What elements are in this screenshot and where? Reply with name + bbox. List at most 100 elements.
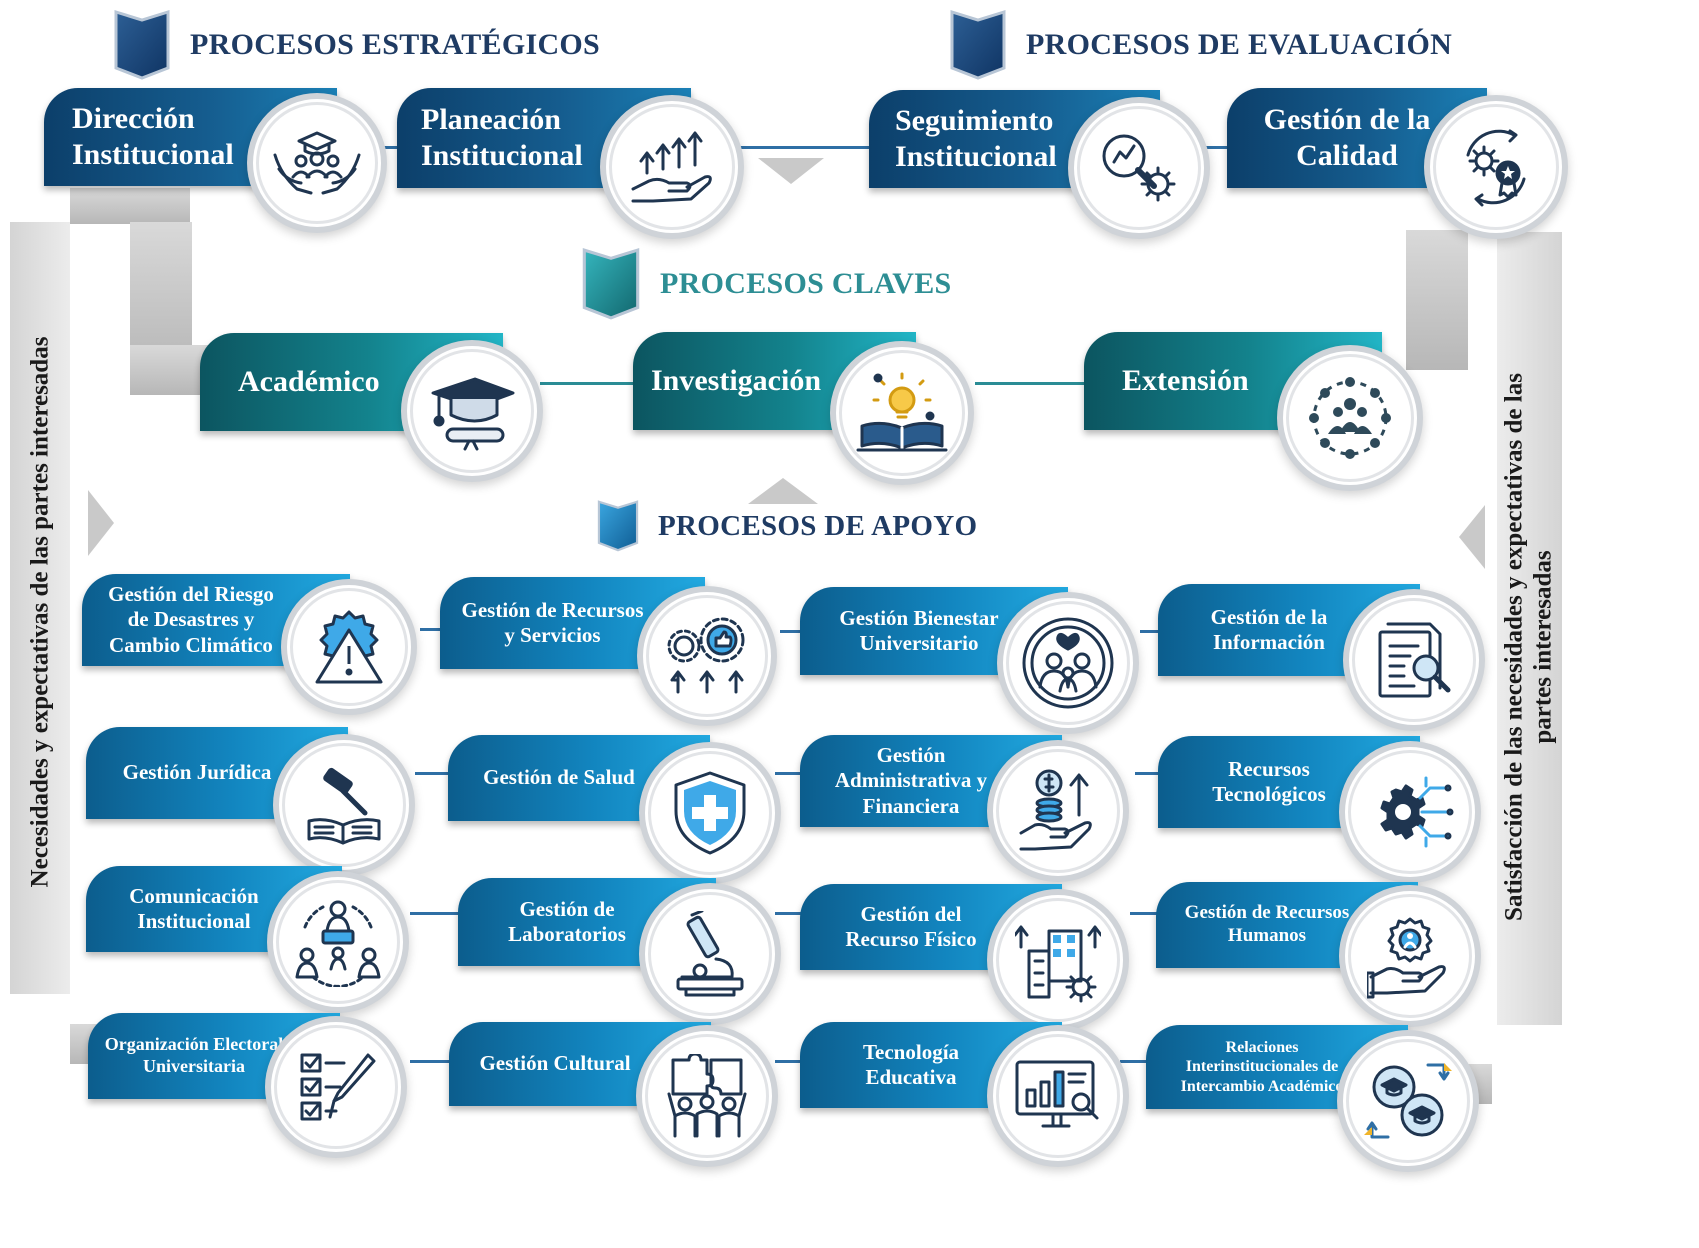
process-gestion-calidad[interactable]: Gestión de la Calidad [1227,88,1567,243]
process-label-line: Tecnológicos [1212,782,1326,806]
process-pill: Gestión del Riesgo de Desastres y Cambio… [82,574,350,666]
icon-ring [646,595,768,717]
process-gestion-recursos-humanos[interactable]: Gestión de Recursos Humanos [1156,882,1491,1032]
icon-ring [1352,598,1476,722]
process-academico[interactable]: Académico [200,333,545,485]
gear-circuit-icon [1380,776,1454,848]
process-label-line: Gestión del Riesgo [108,582,274,607]
left-elbow [130,345,210,395]
process-gestion-juridica[interactable]: Gestión Jurídica [86,727,426,877]
process-label-line: Educativa [865,1065,957,1089]
process-label: Comunicación Institucional [129,884,259,934]
process-label-line: Información [1212,630,1325,654]
process-organizacion-electoral[interactable]: Organización Electoral Universitaria [88,1013,418,1163]
process-gestion-administrativa[interactable]: Gestión Administrativa y Financiera [800,735,1140,885]
process-label: Académico [238,364,380,400]
process-label-line: Gestión de Recursos [1184,902,1350,924]
icon-ring [648,751,772,875]
process-label-line: Tecnología [862,1039,960,1064]
process-gestion-riesgo[interactable]: Gestión del Riesgo de Desastres y Cambio… [82,574,427,719]
monitor-chart-icon [1015,1060,1099,1128]
exchange-graduation-icon [1364,1063,1452,1139]
process-gestion-informacion[interactable]: Gestión de la Información [1158,584,1493,734]
process-label-line: Universitario [859,631,979,655]
header-apoyo-title: PROCESOS DE APOYO [658,509,978,542]
process-gestion-cultural[interactable]: Gestión Cultural [449,1022,784,1172]
header-estrategicos: PROCESOS ESTRATÉGICOS [112,8,600,82]
process-label-line: Institucional [895,140,1057,173]
warning-gear-icon [315,610,383,684]
header-claves-title: PROCESOS CLAVES [660,267,952,300]
icon-ring [609,104,735,230]
right-arrow-icon [88,490,114,556]
connector-line [415,772,455,775]
icon-ring [274,1025,398,1149]
bookmark-icon [582,248,640,320]
family-heart-icon [1022,617,1114,709]
icon-ring [1286,354,1414,482]
process-gestion-bienestar[interactable]: Gestión Bienestar Universitario [800,587,1145,737]
process-label-line: Cambio Climático [109,632,273,657]
process-gestion-recursos-servicios[interactable]: Gestión de Recursos y Servicios [440,577,785,727]
process-label-line: Calidad [1296,139,1398,172]
process-recursos-tecnologicos[interactable]: Recursos Tecnológicos [1158,736,1493,886]
right-side-band [1497,232,1562,1025]
side-label-left: Necesidades y expectativas de las partes… [26,336,54,888]
icon-ring [256,102,378,224]
puzzle-people-icon [667,1054,747,1138]
process-label-line: y Servicios [504,623,601,647]
process-label-line: Seguimiento [895,104,1054,137]
process-extension[interactable]: Extensión [1084,332,1429,487]
icon-ring [1006,601,1130,725]
process-label-line: Gestión de Salud [483,765,635,790]
process-seguimiento-institucional[interactable]: Seguimiento Institucional [869,90,1201,240]
process-label: Gestión de la Calidad [1264,102,1431,174]
icon-ring [410,349,534,473]
analytics-gear-icon [1102,134,1176,202]
icon-ring [648,892,772,1016]
process-gestion-recurso-fisico[interactable]: Gestión del Recurso Físico [800,884,1140,1034]
process-tecnologia-educativa[interactable]: Tecnología Educativa [800,1022,1140,1172]
process-gestion-salud[interactable]: Gestión de Salud [448,735,793,885]
header-evaluacion: PROCESOS DE EVALUACIÓN [948,8,1452,82]
shield-cross-icon [674,771,746,855]
bookmark-icon [114,9,170,80]
process-relaciones-interinstitucionales[interactable]: Relaciones Interinstitucionales de Inter… [1146,1025,1491,1185]
icon-ring [276,880,400,1004]
process-label: Organización Electoral Universitaria [105,1034,283,1077]
bookmark-icon [597,500,639,552]
process-comunicacion-institucional[interactable]: Comunicación Institucional [86,866,421,1016]
process-label-line: Extensión [1122,364,1249,397]
header-claves: PROCESOS CLAVES [580,246,952,322]
graduation-cap-diploma-icon [431,377,515,451]
process-label-line: Organización Electoral [104,1034,284,1055]
connector-line [775,912,810,915]
connector-line [775,772,810,775]
graduation-community-icon [273,131,361,195]
process-label-line: Intercambio Académico [1180,1077,1344,1095]
process-label-line: Dirección [72,102,195,135]
process-pill: Seguimiento Institucional [869,90,1160,188]
process-label-line: Institucional [137,909,251,933]
community-network-icon [1309,377,1391,459]
connector-line [420,628,450,631]
process-label: Gestión de la Información [1211,605,1328,655]
process-label: Relaciones Interinstitucionales de Inter… [1181,1038,1344,1096]
process-planeacion-institucional[interactable]: Planeación Institucional [397,88,743,243]
process-label-line: de Desastres y [127,607,255,632]
process-label-line: Investigación [651,364,822,397]
process-label-line: Académico [238,365,380,398]
checklist-pen-icon [300,1053,376,1121]
process-direccion-institucional[interactable]: Dirección Institucional [44,88,378,236]
connector-line [975,382,1085,385]
process-gestion-laboratorios[interactable]: Gestión de Laboratorios [458,878,788,1028]
header-evaluacion-title: PROCESOS DE EVALUACIÓN [1026,28,1453,61]
process-label: Gestión Bienestar Universitario [839,606,998,656]
process-label-line: Laboratorios [508,922,626,946]
process-label-line: Institucional [72,138,234,171]
process-label: Tecnología Educativa [863,1040,959,1090]
process-investigacion[interactable]: Investigación [633,332,978,487]
document-search-icon [1378,622,1451,698]
connector-line [1120,1060,1155,1063]
process-label-line: Institucional [421,139,583,172]
